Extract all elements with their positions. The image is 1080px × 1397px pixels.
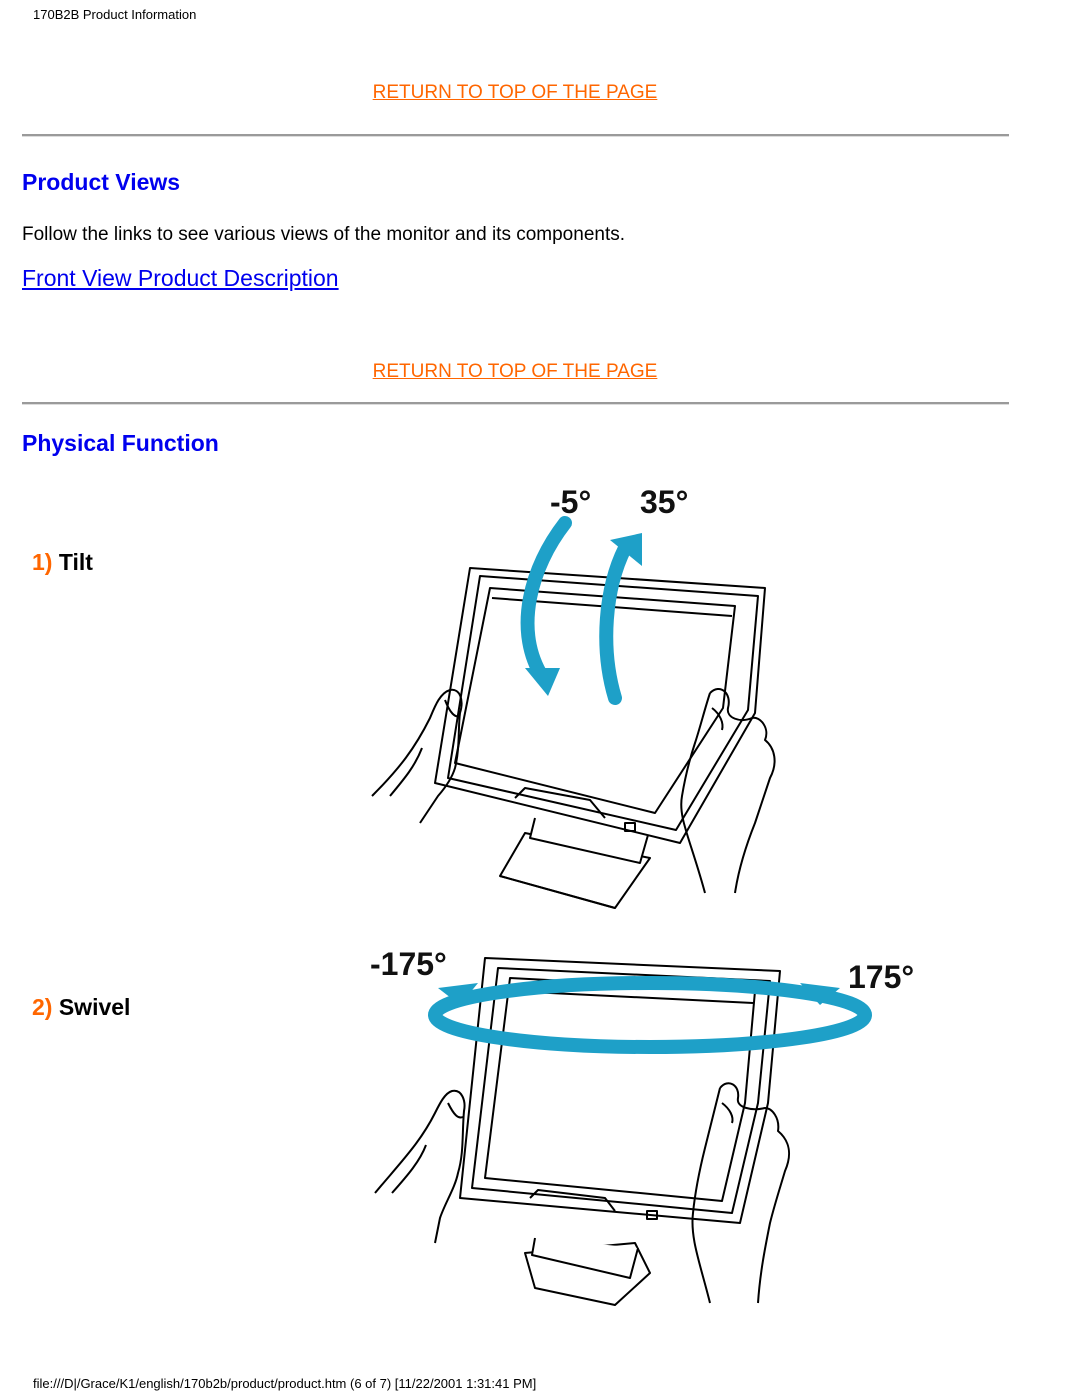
swivel-angle-right-label: 175°: [848, 959, 914, 995]
item-label: Swivel: [58, 994, 131, 1020]
item-number: 2): [32, 994, 53, 1020]
tilt-angle-back-label: -5°: [550, 484, 591, 520]
page-footer-path: file:///D|/Grace/K1/english/170b2b/produ…: [33, 1376, 537, 1391]
page-header-title: 170B2B Product Information: [33, 7, 197, 22]
swivel-item: 2) Swivel: [32, 994, 130, 1021]
physical-function-heading: Physical Function: [22, 430, 219, 456]
return-to-top-container-1: RETURN TO TOP OF THE PAGE: [0, 82, 1030, 104]
return-to-top-link[interactable]: RETURN TO TOP OF THE PAGE: [372, 361, 658, 382]
tilt-item: 1) Tilt: [32, 549, 93, 576]
front-view-link[interactable]: Front View Product Description: [22, 265, 339, 291]
swivel-illustration: -175° 175°: [370, 946, 914, 1306]
item-label: Tilt: [58, 549, 93, 575]
divider: [22, 402, 1009, 405]
return-to-top-container-2: RETURN TO TOP OF THE PAGE: [0, 361, 1030, 383]
tilt-illustration: -5° 35°: [371, 484, 776, 909]
product-views-description: Follow the links to see various views of…: [22, 224, 626, 245]
divider: [22, 134, 1009, 137]
item-number: 1): [32, 549, 53, 575]
product-views-heading: Product Views: [22, 169, 181, 195]
return-to-top-link[interactable]: RETURN TO TOP OF THE PAGE: [372, 82, 658, 103]
tilt-angle-forward-label: 35°: [640, 484, 688, 520]
swivel-angle-left-label: -175°: [370, 946, 447, 982]
